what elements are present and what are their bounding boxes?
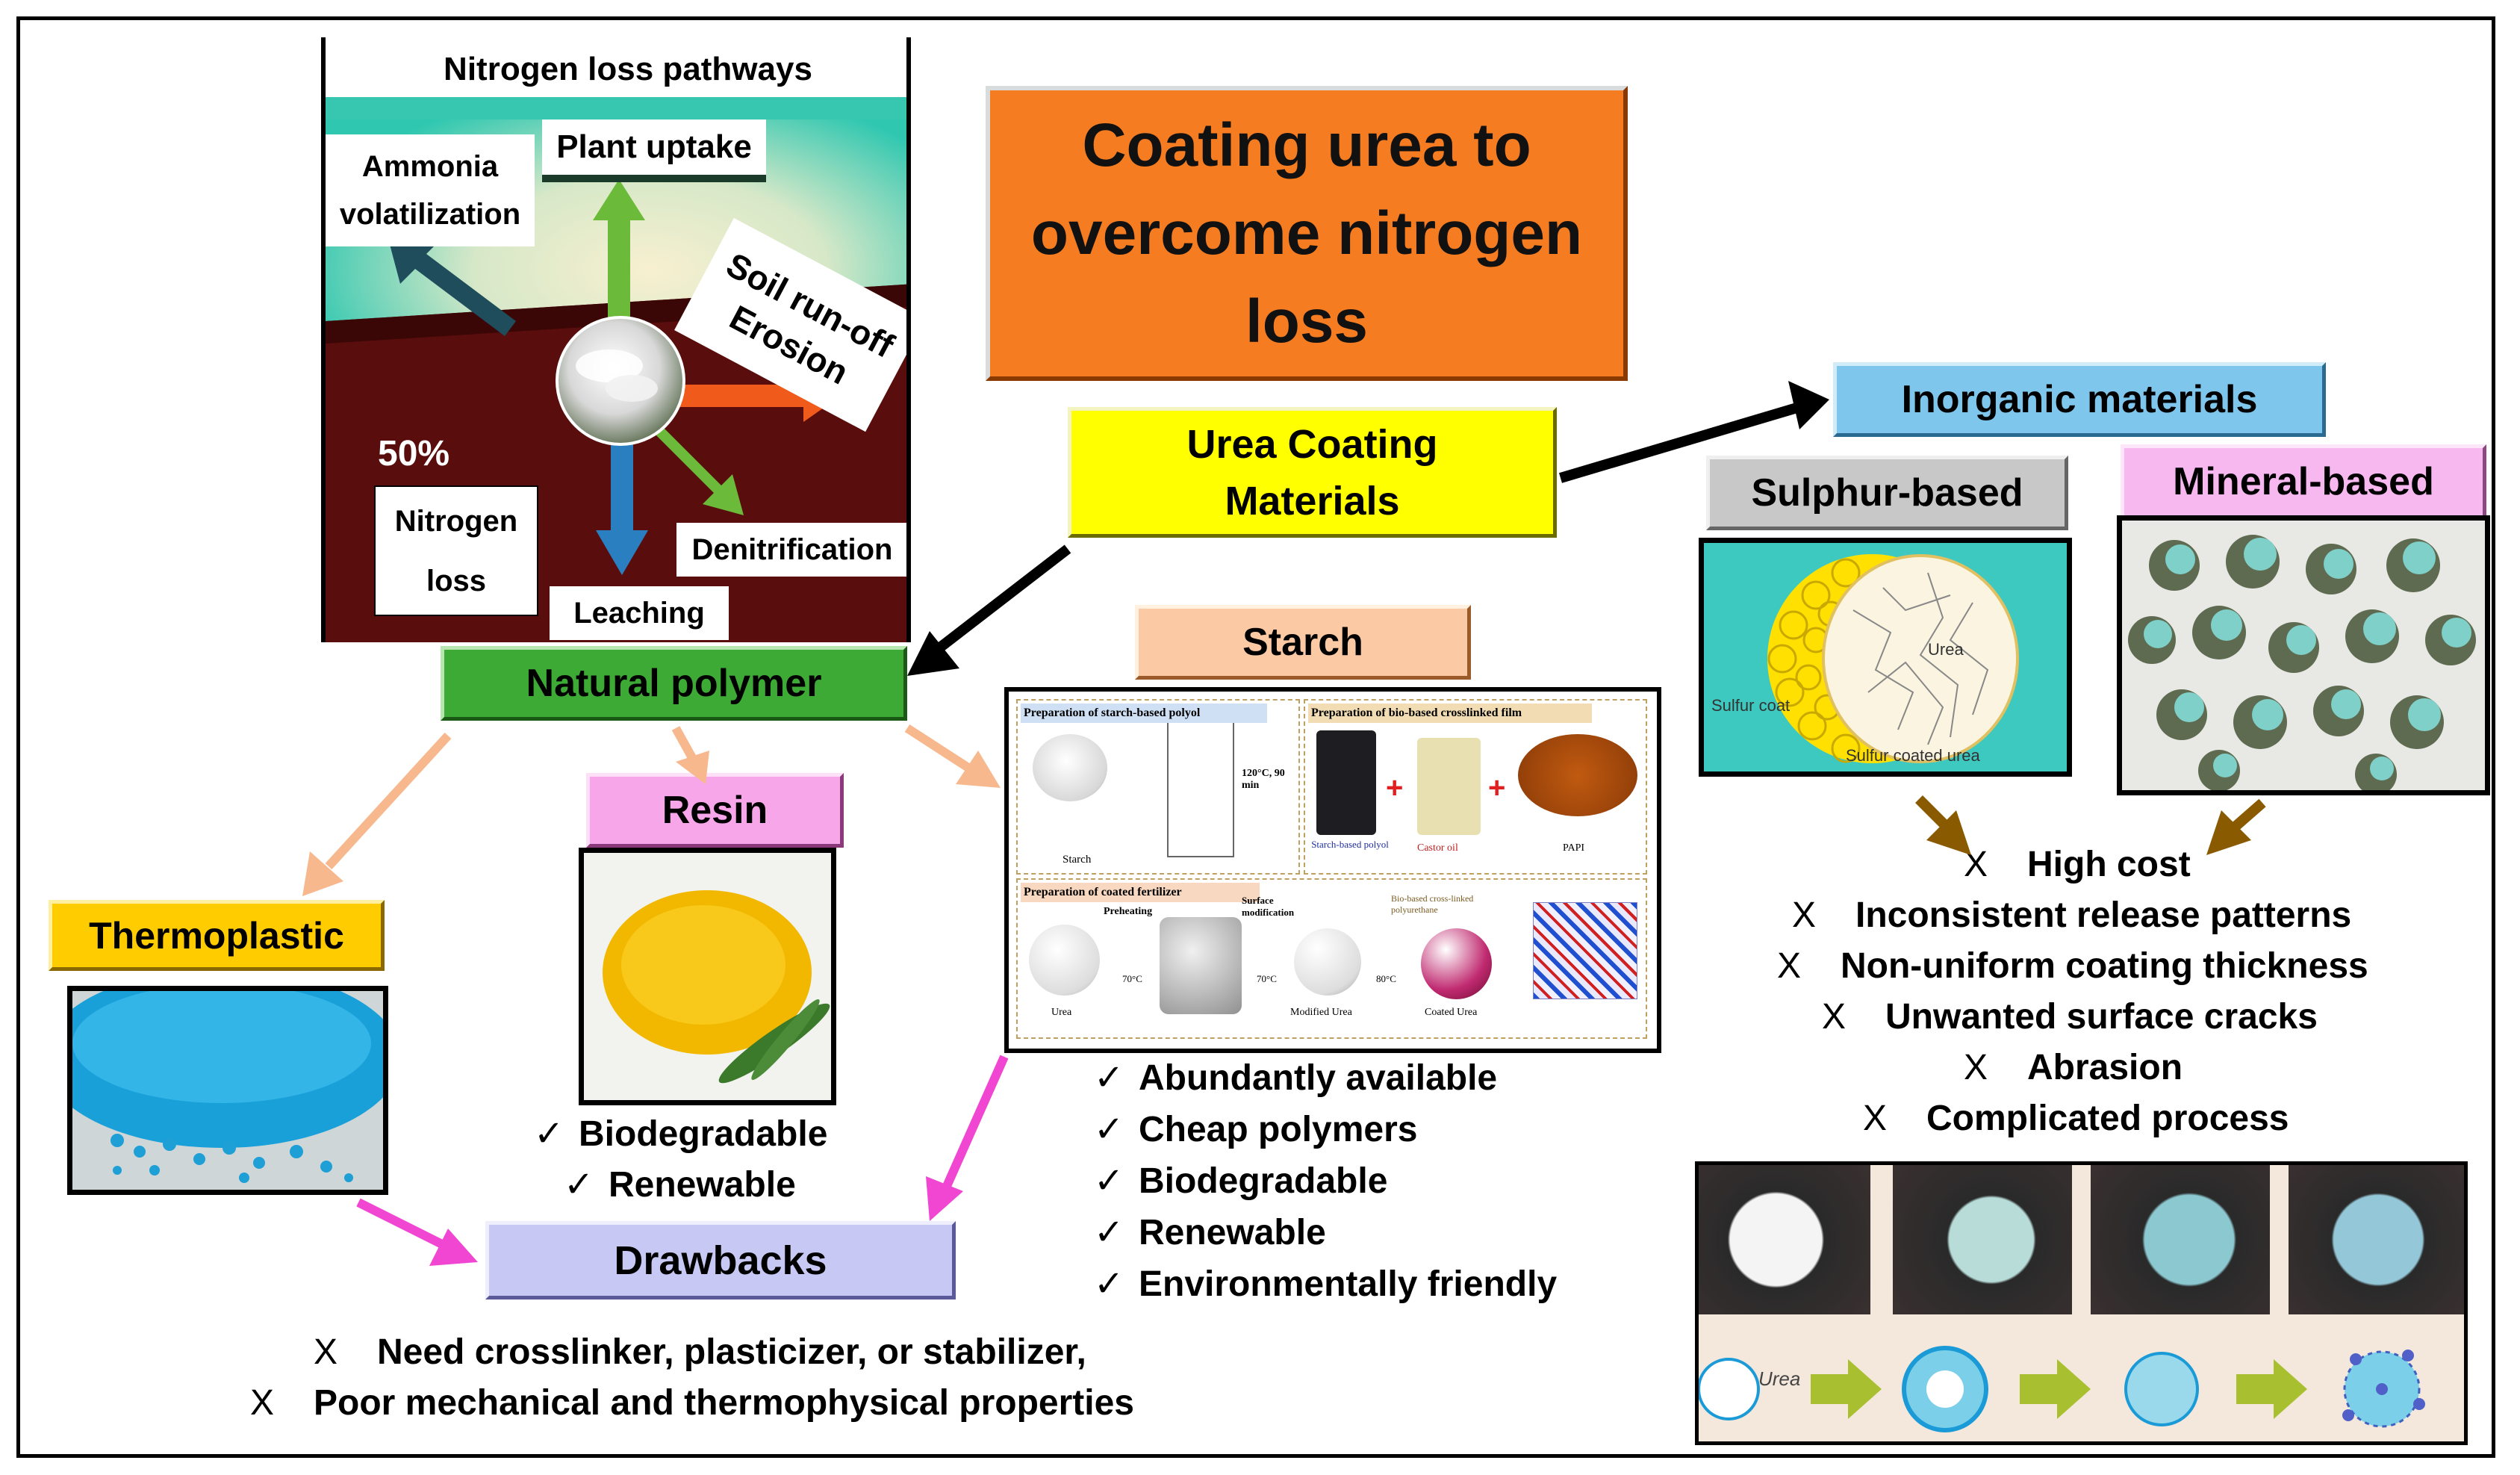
leaching-arrow — [596, 441, 648, 575]
fifty-percent-label: 50% — [378, 434, 450, 473]
castor-oil-image — [1417, 738, 1481, 835]
starch-advantage-5: ✓Environmentally friendly — [1094, 1264, 1558, 1304]
preheating-temp: 70°C — [1122, 973, 1142, 984]
runoff-arrow — [676, 370, 841, 422]
papi-image — [1518, 734, 1637, 816]
title-line-3: loss — [1245, 287, 1369, 355]
modified-urea-image — [1294, 928, 1361, 996]
nitrogen-loss-panel: Nitrogen loss pathways Plant uptake Ammo… — [321, 37, 911, 642]
coated-urea-text: Coated Urea — [1425, 1007, 1478, 1018]
thermoplastic-image — [67, 986, 388, 1195]
release-arrow-2 — [2020, 1359, 2091, 1419]
starch-label: Starch — [1135, 605, 1471, 680]
title-line-2: overcome nitrogen — [1030, 199, 1583, 267]
polyol-bottle-image — [1316, 730, 1376, 835]
starch-panel-3: Preparation of coated fertilizer Urea Pr… — [1016, 878, 1647, 1039]
sulphur-coated-urea-image: Urea Sulfur coat Sulfur coated urea — [1699, 538, 2072, 777]
soil-photo-4 — [2289, 1165, 2464, 1314]
mineral-coated-urea-image — [2117, 515, 2490, 795]
natural-polymer-box: Natural polymer — [441, 646, 907, 721]
urea-coating-line-1: Urea Coating — [1186, 421, 1438, 467]
starch-advantage-4: ✓Renewable — [1094, 1213, 1326, 1252]
urea-granule-image — [1029, 925, 1100, 996]
surface-mod-temp: 70°C — [1257, 973, 1277, 984]
starch-text: Starch — [1063, 854, 1092, 866]
resin-advantage-1: ✓Biodegradable — [534, 1114, 828, 1154]
soil-photo-2 — [1893, 1165, 2072, 1314]
final-temp: 80°C — [1376, 973, 1396, 984]
ammonia-arrow — [385, 228, 516, 336]
castor-text: Castor oil — [1417, 842, 1458, 854]
outer-frame — [16, 16, 2495, 1458]
soil-photo-3 — [2091, 1165, 2270, 1314]
release-steps-graphic: Urea — [1699, 1346, 2425, 1432]
coating-drum-image — [1160, 917, 1242, 1014]
plant-uptake-label: Plant uptake — [542, 119, 766, 182]
starch-panel-1: Preparation of starch-based polyol Starc… — [1016, 699, 1300, 875]
denitrification-label: Denitrification — [676, 523, 906, 577]
starch-panel-2-title: Preparation of bio-based crosslinked fil… — [1308, 704, 1592, 723]
title-box: Coating urea to overcome nitrogen loss — [986, 86, 1628, 381]
starch-advantage-2: ✓Cheap polymers — [1094, 1110, 1418, 1149]
sulphur-urea-text: Urea — [1928, 640, 1964, 659]
sulphur-caption-text: Sulfur coated urea — [1846, 746, 1981, 765]
urea-scheme-text: Urea — [1051, 1007, 1072, 1018]
plant-uptake-arrow — [593, 179, 645, 321]
release-urea-text: Urea — [1758, 1367, 1800, 1390]
starch-powder-image — [1033, 734, 1107, 801]
thermoplastic-label: Thermoplastic — [49, 900, 385, 971]
urea-coating-box: Urea Coating Materials — [1068, 407, 1557, 538]
ammonia-label: Ammonia volatilization — [326, 134, 535, 246]
leaching-label: Leaching — [550, 586, 729, 640]
sulphur-coat-text: Sulfur coat — [1711, 696, 1790, 715]
starch-scheme-image: Preparation of starch-based polyol Starc… — [1004, 687, 1661, 1053]
denitrification-arrow — [654, 426, 744, 515]
starch-panel-2: Preparation of bio-based crosslinked fil… — [1304, 699, 1647, 875]
urea-coating-line-2: Materials — [1225, 478, 1400, 524]
starch-panel-1-title: Preparation of starch-based polyol — [1021, 704, 1267, 723]
surface-mod-text: Surface modification — [1242, 895, 1295, 918]
drawbacks-box: Drawbacks — [485, 1221, 956, 1299]
plus-1: + — [1386, 771, 1404, 804]
starch-panel-3-title: Preparation of coated fertilizer — [1021, 883, 1260, 902]
starch-advantage-3: ✓Biodegradable — [1094, 1161, 1388, 1201]
release-arrow-1 — [1811, 1359, 1882, 1419]
title-line-1: Coating urea to — [1082, 111, 1531, 179]
resin-advantage-2: ✓Renewable — [564, 1165, 796, 1205]
sulphur-based-label: Sulphur-based — [1706, 456, 2068, 530]
biobased-text: Bio-based cross-linked polyurethane — [1391, 893, 1474, 915]
mineral-based-label: Mineral-based — [2121, 444, 2486, 519]
polyol-text: Starch-based polyol — [1311, 839, 1389, 850]
polymer-network-image — [1533, 902, 1637, 999]
papi-text: PAPI — [1563, 842, 1585, 854]
release-panel: Urea — [1695, 1161, 2468, 1445]
reactor-image — [1167, 723, 1234, 857]
modified-urea-text: Modified Urea — [1290, 1007, 1352, 1018]
resin-image — [579, 848, 836, 1105]
soil-photo-1 — [1699, 1165, 1870, 1314]
coated-urea-image — [1421, 928, 1492, 999]
nitrogen-loss-label: Nitrogen loss — [374, 485, 538, 616]
starch-advantage-1: ✓Abundantly available — [1094, 1058, 1498, 1098]
pathways-heading: Nitrogen loss pathways — [444, 51, 812, 87]
resin-label: Resin — [586, 773, 844, 848]
inorganic-materials-box: Inorganic materials — [1833, 362, 2326, 437]
release-arrow-3 — [2236, 1359, 2307, 1419]
plus-2: + — [1488, 771, 1506, 804]
mineral-granules — [2128, 535, 2476, 790]
reactor-conditions: 120°C, 90 min — [1242, 768, 1285, 791]
preheating-text: Preheating — [1104, 906, 1153, 917]
